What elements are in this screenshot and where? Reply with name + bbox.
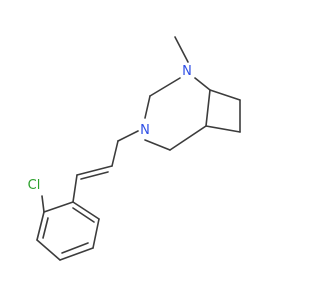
bond-ar4-ar5: [59, 247, 94, 261]
bond-ring-bottom: [169, 125, 207, 151]
bond-bridgehead-bridgehead: [205, 89, 211, 127]
bond-left-upper: [144, 95, 151, 119]
bond-aromatic-inner-3: [72, 207, 95, 223]
bond-bridgehead-c6: [209, 89, 241, 101]
bond-aromatic-inner-1: [42, 217, 49, 239]
bond-vinyl-aryl: [72, 174, 78, 203]
bond-n-bridgehead-left: [149, 77, 181, 97]
bond-left-lower: [144, 139, 171, 151]
atom-label-layer: N N Cl: [28, 64, 192, 193]
molecule-structure: N N Cl: [28, 36, 241, 261]
atom-label-n-ring: N: [140, 123, 150, 138]
bond-layer: [36, 36, 241, 261]
bond-aromatic-inner-2: [61, 242, 89, 254]
bond-double-inner: [80, 171, 109, 180]
bond-c7-bridgehead: [205, 125, 241, 133]
bond-methyl-n: [174, 36, 189, 63]
bond-ar3-ar4: [36, 239, 61, 261]
structure-canvas: N N Cl: [28, 36, 241, 261]
bond-double-outer: [76, 165, 113, 176]
bond-n-bridgehead-right: [194, 77, 211, 91]
bond-ar6-ar1: [72, 201, 100, 220]
bond-ar2-ar3: [36, 211, 45, 241]
bond-aryl-cl: [41, 195, 45, 213]
bond-ar5-ar6: [92, 218, 100, 249]
bond-ch2-vinyl: [111, 140, 119, 167]
bond-ar1-ar2: [43, 201, 74, 213]
atom-label-n-bridge: N: [182, 64, 192, 79]
atom-label-chlorine: Cl: [28, 178, 41, 193]
bond-n-ch2: [117, 130, 139, 142]
